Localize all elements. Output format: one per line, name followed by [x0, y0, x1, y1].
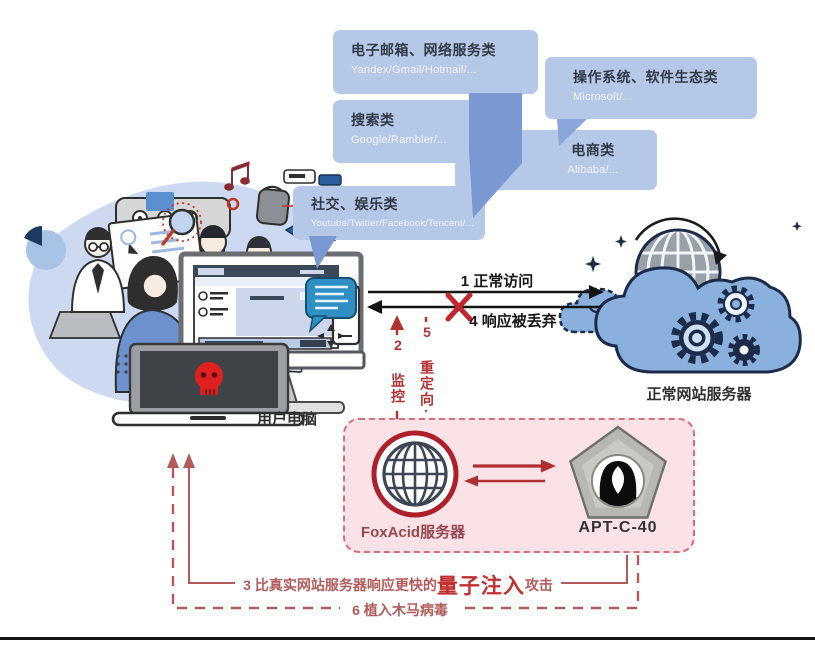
label-step5: 5 重定向: [417, 322, 437, 410]
bubble-email-services: 电子邮箱、网络服务类 Yandex/Gmail/Hotmail/...: [333, 30, 538, 94]
blocked-x-icon: [445, 292, 473, 322]
exchange-arrows: [464, 459, 556, 487]
bubble-subtitle: Youtube/Twitter/Facebook/Tencent/...: [311, 218, 475, 229]
label-apt-c-40: APT-C-40: [578, 519, 658, 536]
step3-prefix: 3 比真实网站服务器响应更快的: [243, 577, 437, 593]
blue-chip-icon: [318, 174, 342, 186]
label-step6: 6 植入木马病毒: [340, 600, 460, 620]
dpad-icon: [317, 324, 345, 348]
step3-quantum-injection: 量子注入: [436, 575, 525, 598]
gears-icon: [671, 285, 760, 366]
sparkle-icon: [615, 235, 627, 248]
magnifier-icon: [161, 202, 202, 246]
red-ring-icon: [226, 197, 240, 211]
label-step4: 4 响应被丢弃: [469, 313, 557, 330]
label-user-pc: 用户电脑: [257, 411, 318, 428]
skull-icon: [195, 362, 223, 395]
step3-suffix: 攻击: [524, 577, 553, 593]
label-normal-server: 正常网站服务器: [646, 386, 752, 403]
bubble-title: 电子邮箱、网络服务类: [351, 42, 496, 58]
folder-icon: [146, 192, 174, 211]
normal-server-icon: [558, 217, 802, 374]
bubble-social-entertainment: 社交、娱乐类 Youtube/Twitter/Facebook/Tencent/…: [293, 186, 485, 240]
gray-tile-icon: [255, 188, 291, 226]
sparkle-icon: [792, 221, 802, 231]
apt-pentagon-icon: [568, 425, 668, 519]
sparkle-icon: [585, 256, 601, 272]
music-note-icon: [224, 161, 250, 191]
chat-bubble-icon: [305, 277, 357, 334]
label-step3: 3 比真实网站服务器响应更快的量子注入攻击: [235, 570, 561, 600]
bubble-ecommerce: 电商类 Alibaba/...: [455, 130, 657, 190]
orbit-arrow-icon: [634, 217, 722, 257]
bottom-divider: [0, 637, 815, 640]
bubble-subtitle: Alibaba/...: [567, 164, 619, 176]
bubble-title: 电商类: [571, 142, 615, 158]
label-foxacid-server: FoxAcid服务器: [360, 524, 466, 541]
label-step2: 2 监控: [388, 335, 408, 407]
bubble-title: 社交、娱乐类: [311, 196, 398, 212]
bubble-subtitle: Yandex/Gmail/Hotmail/...: [351, 64, 477, 76]
person-man-glasses: [48, 227, 126, 339]
foxacid-globe-icon: [371, 430, 459, 518]
bubble-subtitle: Google/Rambler/...: [351, 134, 447, 146]
infected-laptop: [111, 342, 305, 427]
bubble-title: 搜索类: [351, 112, 395, 128]
bubble-os-software: 操作系统、软件生态类 Microsoft/...: [545, 57, 757, 119]
bubble-subtitle: Microsoft/...: [573, 91, 633, 103]
bubble-title: 操作系统、软件生态类: [573, 69, 718, 85]
label-step1: 1 正常访问: [460, 273, 534, 290]
hooded-figure-icon: [593, 461, 643, 506]
